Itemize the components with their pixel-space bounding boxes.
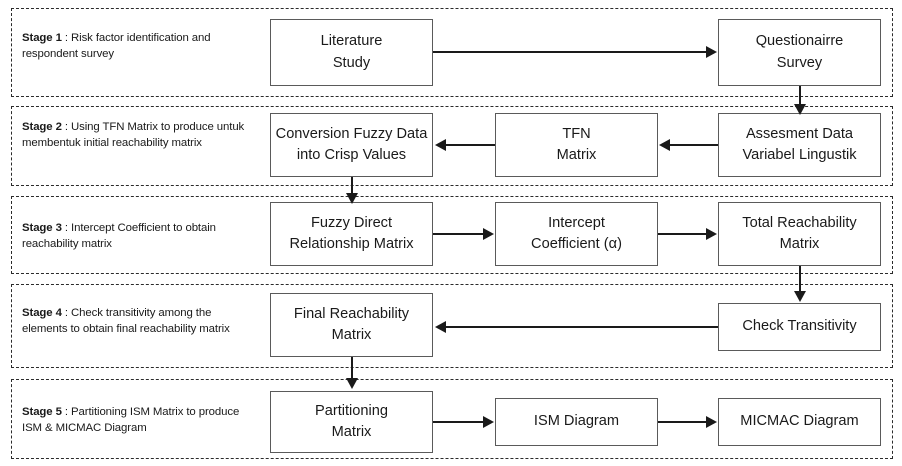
node-conversion-fuzzy-data-line-1: Conversion Fuzzy Data — [275, 125, 428, 142]
edge-checktransitivity-to-final — [446, 326, 718, 328]
edge-tfn-to-conversion — [446, 144, 495, 146]
node-micmac-diagram-line-1: MICMAC Diagram — [740, 413, 859, 430]
stage-2-description: Using TFN Matrix to produce untuk memben… — [22, 121, 245, 149]
edge-checktransitivity-to-final-arrowhead — [435, 321, 446, 333]
node-final-reachability-line-1: Final Reachability — [293, 305, 410, 322]
edge-questionairre-to-assesment-arrowhead — [794, 104, 806, 115]
node-conversion-fuzzy-data-line-2: into Crisp Values — [296, 147, 407, 163]
node-check-transitivity-line-1: Check Transitivity — [742, 318, 857, 335]
node-partitioning-matrix-line-2: Matrix — [331, 424, 372, 440]
node-questionairre-survey-line-1: Questionairre — [755, 33, 844, 50]
stage-3-label: Stage 3 : Intercept Coefficient to obtai… — [22, 220, 254, 252]
edge-questionairre-to-assesment — [799, 86, 801, 108]
edge-final-to-partitioning — [351, 357, 353, 379]
edge-intercept-to-total — [658, 233, 706, 235]
node-assesment-data-line-2: Variabel Lingustik — [742, 147, 857, 163]
node-total-reachability-matrix[interactable]: Total Reachability Matrix — [718, 202, 881, 266]
stage-container-4 — [11, 284, 893, 368]
stage-container-5 — [11, 379, 893, 459]
node-check-transitivity[interactable]: Check Transitivity — [718, 303, 881, 351]
stage-5-separator: : — [61, 406, 72, 418]
stage-2-separator: : — [61, 121, 72, 133]
stage-1-separator: : — [61, 32, 72, 44]
edge-intercept-to-total-arrowhead — [706, 228, 717, 240]
stage-4-separator: : — [61, 307, 72, 319]
stage-5-name: Stage 5 — [22, 406, 62, 418]
node-fuzzy-direct-line-1: Fuzzy Direct — [310, 214, 393, 231]
node-tfn-matrix-line-2: Matrix — [556, 147, 597, 163]
node-tfn-matrix-line-1: TFN — [562, 125, 591, 142]
stage-1-description: Risk factor identification and responden… — [22, 32, 211, 60]
edge-literature-to-questionairre-arrowhead — [706, 46, 717, 58]
stage-container-1 — [11, 8, 893, 97]
edge-total-to-checktransitivity — [799, 266, 801, 292]
edge-conversion-to-fuzzydirect-arrowhead — [346, 193, 358, 204]
node-ism-diagram[interactable]: ISM Diagram — [495, 398, 658, 446]
edge-tfn-to-conversion-arrowhead — [435, 139, 446, 151]
node-total-reachability-line-1: Total Reachability — [742, 214, 857, 231]
stage-4-name: Stage 4 — [22, 307, 62, 319]
node-literature-study-line-1: Literature — [320, 33, 383, 50]
edge-fuzzydirect-to-intercept — [433, 233, 483, 235]
node-partitioning-matrix-line-1: Partitioning — [314, 402, 388, 419]
stage-container-3 — [11, 196, 893, 274]
stage-5-description: Partitioning ISM Matrix to produce ISM &… — [22, 406, 240, 434]
node-intercept-coefficient[interactable]: Intercept Coefficient (α) — [495, 202, 658, 266]
node-questionairre-survey-line-2: Survey — [776, 54, 823, 71]
node-literature-study[interactable]: Literature Study — [270, 19, 433, 86]
stage-2-name: Stage 2 — [22, 121, 62, 133]
stage-1-label: Stage 1 : Risk factor identification and… — [22, 30, 252, 62]
edge-total-to-checktransitivity-arrowhead — [794, 291, 806, 302]
node-partitioning-matrix[interactable]: Partitioning Matrix — [270, 391, 433, 453]
node-final-reachability-line-2: Matrix — [331, 327, 372, 343]
stage-container-2 — [11, 106, 893, 186]
node-conversion-fuzzy-data[interactable]: Conversion Fuzzy Data into Crisp Values — [270, 113, 433, 177]
stage-2-label: Stage 2 : Using TFN Matrix to produce un… — [22, 119, 254, 151]
stage-4-description: Check transitivity among the elements to… — [22, 307, 230, 335]
stage-1-name: Stage 1 — [22, 32, 62, 44]
stage-5-label: Stage 5 : Partitioning ISM Matrix to pro… — [22, 404, 254, 436]
edge-assesment-to-tfn-arrowhead — [659, 139, 670, 151]
edge-assesment-to-tfn — [670, 144, 718, 146]
node-questionairre-survey[interactable]: Questionairre Survey — [718, 19, 881, 86]
node-ism-diagram-line-1: ISM Diagram — [533, 413, 620, 430]
edge-literature-to-questionairre — [433, 51, 708, 53]
node-intercept-coefficient-line-2: Coefficient (α) — [531, 236, 622, 252]
edge-partitioning-to-ism — [433, 421, 483, 423]
stage-3-name: Stage 3 — [22, 222, 62, 234]
edge-ism-to-micmac — [658, 421, 706, 423]
stage-4-label: Stage 4 : Check transitivity among the e… — [22, 305, 254, 337]
edge-fuzzydirect-to-intercept-arrowhead — [483, 228, 494, 240]
node-fuzzy-direct-line-2: Relationship Matrix — [289, 236, 414, 252]
node-literature-study-line-2: Study — [332, 54, 371, 71]
edge-final-to-partitioning-arrowhead — [346, 378, 358, 389]
node-assesment-data-line-1: Assesment Data — [745, 125, 854, 142]
node-final-reachability-matrix[interactable]: Final Reachability Matrix — [270, 293, 433, 357]
node-assesment-data[interactable]: Assesment Data Variabel Lingustik — [718, 113, 881, 177]
node-micmac-diagram[interactable]: MICMAC Diagram — [718, 398, 881, 446]
edge-partitioning-to-ism-arrowhead — [483, 416, 494, 428]
edge-conversion-to-fuzzydirect — [351, 177, 353, 197]
stage-3-description: Intercept Coefficient to obtain reachabi… — [22, 222, 216, 250]
node-fuzzy-direct-relationship-matrix[interactable]: Fuzzy Direct Relationship Matrix — [270, 202, 433, 266]
node-intercept-coefficient-line-1: Intercept — [548, 214, 605, 231]
edge-ism-to-micmac-arrowhead — [706, 416, 717, 428]
node-tfn-matrix[interactable]: TFN Matrix — [495, 113, 658, 177]
node-total-reachability-line-2: Matrix — [779, 236, 820, 252]
stage-3-separator: : — [61, 222, 72, 234]
